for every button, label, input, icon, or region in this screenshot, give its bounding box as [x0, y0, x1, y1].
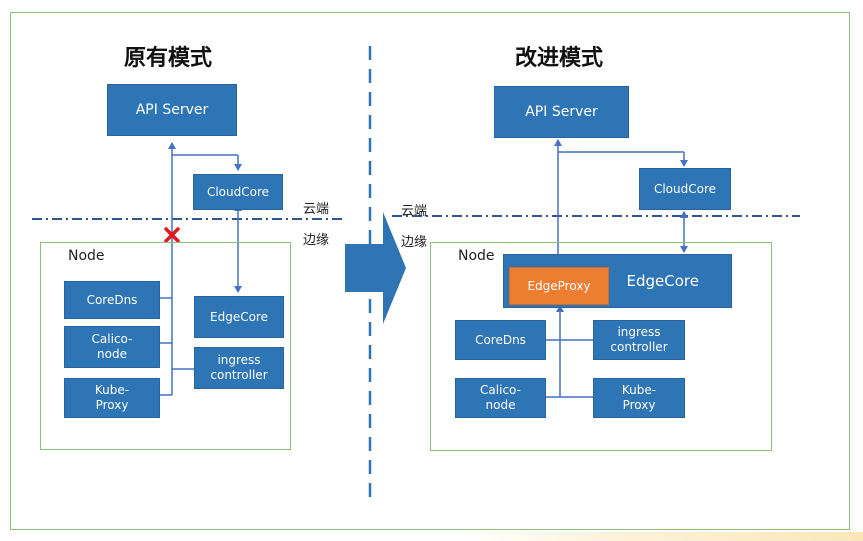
left-node-label: Node — [68, 248, 105, 264]
diagram-frame — [10, 12, 850, 530]
right-api-server-box: API Server — [494, 86, 629, 138]
left-node-frame — [40, 242, 291, 450]
right-edgeproxy-box: EdgeProxy — [509, 267, 609, 305]
right-title: 改进模式 — [515, 46, 604, 71]
right-node-frame — [430, 242, 772, 451]
right-calico-node-box: Calico- node — [455, 378, 546, 418]
blocked-cross-icon — [164, 227, 180, 243]
right-edge-label: 边缘 — [401, 235, 428, 250]
left-cloud-label: 云端 — [303, 202, 330, 217]
right-cloud-label: 云端 — [401, 204, 428, 219]
left-calico-node-box: Calico- node — [64, 326, 160, 368]
left-kube-proxy-box: Kube- Proxy — [64, 378, 160, 418]
transition-arrow — [345, 212, 406, 324]
left-edge-label: 边缘 — [303, 233, 330, 248]
left-api-server-box: API Server — [107, 84, 237, 136]
left-cloudcore-box: CloudCore — [193, 174, 283, 210]
right-node-label: Node — [458, 248, 495, 264]
left-edgecore-box: EdgeCore — [194, 296, 284, 338]
bottom-stripe — [0, 532, 863, 541]
right-ingress-controller-box: ingress controller — [593, 320, 685, 360]
right-coredns-box: CoreDns — [455, 320, 546, 360]
right-kube-proxy-box: Kube- Proxy — [593, 378, 685, 418]
right-cloudcore-box: CloudCore — [639, 168, 731, 210]
left-coredns-box: CoreDns — [64, 281, 160, 319]
left-title: 原有模式 — [124, 46, 213, 71]
left-ingress-controller-box: ingress controller — [194, 347, 284, 389]
